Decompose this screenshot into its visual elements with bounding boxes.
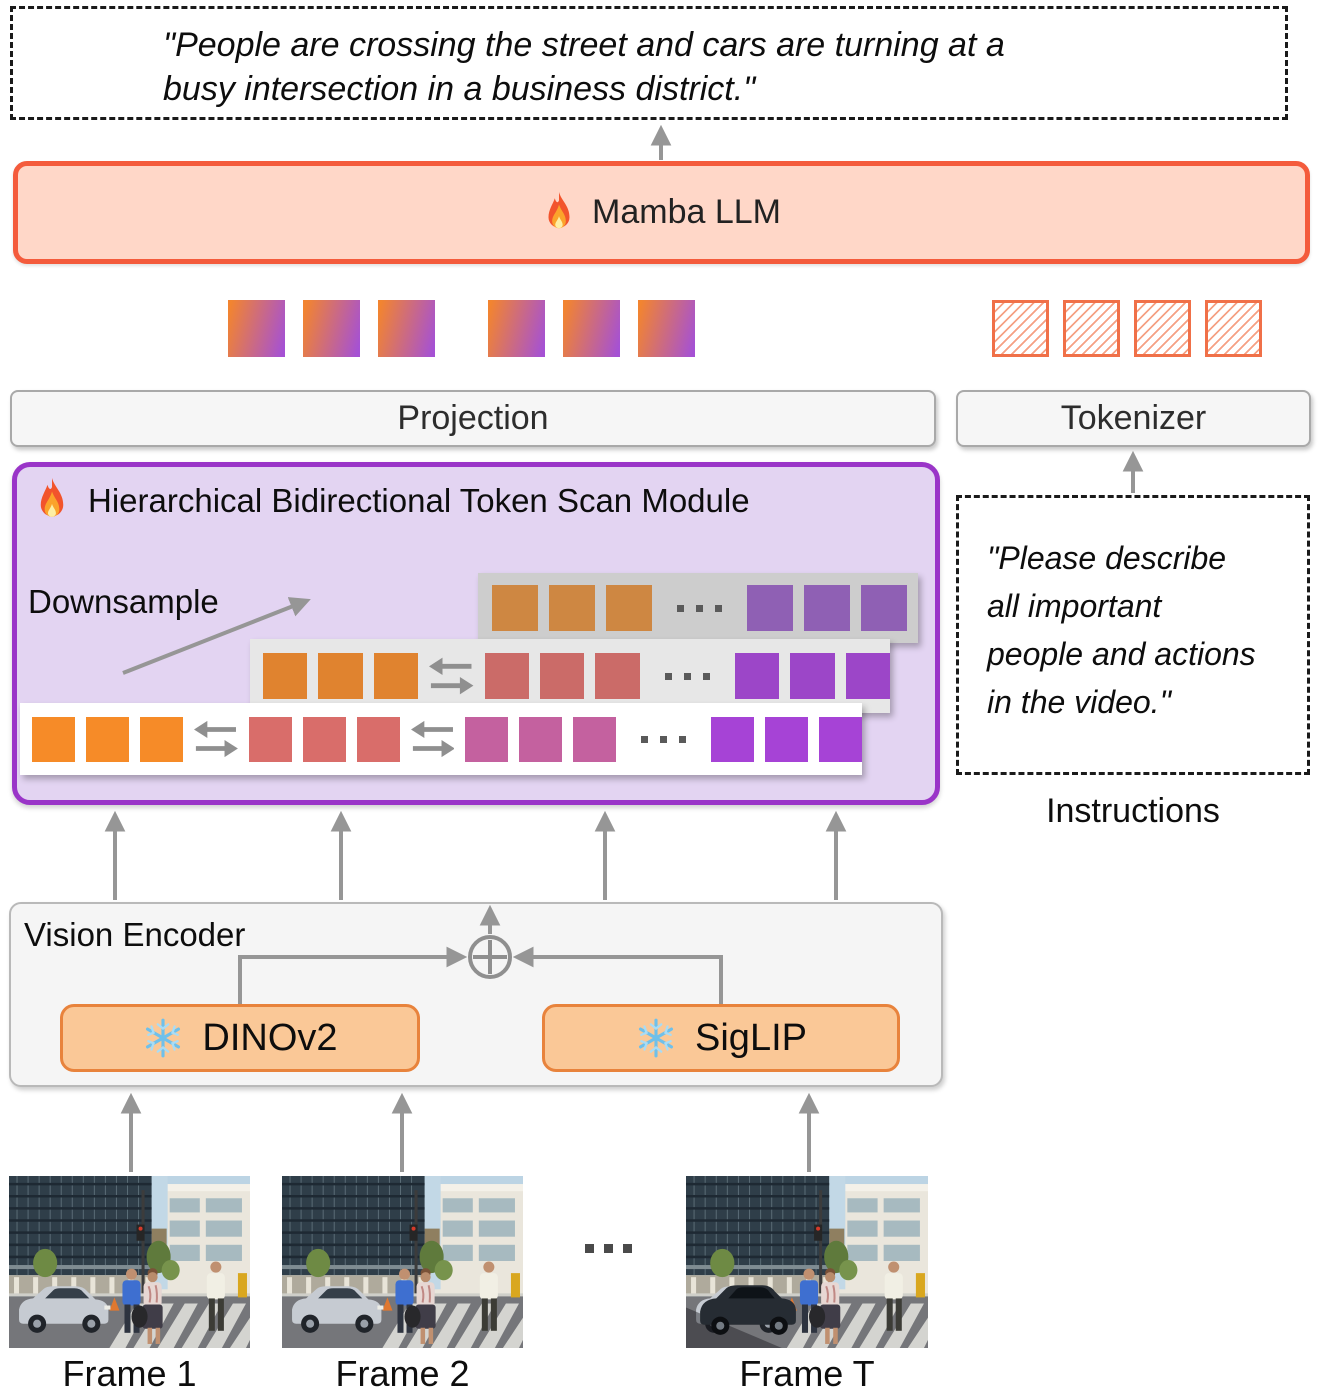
text-token-square bbox=[1063, 300, 1120, 357]
frame-label-1: Frame 1 bbox=[62, 1353, 197, 1394]
snowflake-icon bbox=[635, 1017, 677, 1059]
token-square bbox=[248, 716, 292, 762]
visual-token-group-1 bbox=[228, 300, 435, 357]
ellipsis-dots bbox=[651, 672, 724, 680]
instructions-line1: "Please describe bbox=[987, 540, 1227, 576]
tokenizer-box: Tokenizer bbox=[956, 390, 1311, 447]
instructions-line3: people and actions bbox=[987, 636, 1256, 672]
dinov2-box: DINOv2 bbox=[60, 1004, 420, 1072]
token-square bbox=[302, 716, 346, 762]
visual-token-square bbox=[563, 300, 620, 357]
token-square bbox=[318, 653, 363, 699]
token-strip-bottom bbox=[20, 703, 863, 775]
token-square bbox=[484, 653, 530, 699]
instructions-caption: Instructions bbox=[1046, 792, 1220, 830]
frame-label-2: Frame 2 bbox=[335, 1353, 470, 1394]
dinov2-label: DINOv2 bbox=[202, 1016, 338, 1059]
token-square bbox=[606, 585, 652, 631]
frame-label-t: Frame T bbox=[739, 1353, 875, 1394]
bidirectional-arrow-icon bbox=[410, 720, 455, 758]
token-square bbox=[139, 716, 183, 762]
visual-token-group-2 bbox=[488, 300, 695, 357]
token-square bbox=[819, 716, 863, 762]
ellipsis-dots bbox=[627, 735, 700, 743]
token-square bbox=[549, 585, 595, 631]
token-square bbox=[519, 716, 563, 762]
token-strip-middle bbox=[250, 639, 891, 713]
instructions-box: "Please describe all important people an… bbox=[956, 495, 1310, 775]
fire-icon bbox=[542, 192, 576, 234]
fire-icon bbox=[34, 478, 70, 523]
module-title: Hierarchical Bidirectional Token Scan Mo… bbox=[88, 481, 750, 519]
visual-token-square bbox=[638, 300, 695, 357]
token-square bbox=[747, 585, 793, 631]
text-token-square bbox=[992, 300, 1049, 357]
visual-token-square bbox=[488, 300, 545, 357]
output-caption-line1: "People are crossing the street and cars… bbox=[163, 26, 1005, 64]
visual-token-square bbox=[303, 300, 360, 357]
token-square bbox=[573, 716, 617, 762]
vision-encoder-label: Vision Encoder bbox=[24, 916, 246, 953]
siglip-label: SigLIP bbox=[695, 1016, 807, 1059]
token-square bbox=[465, 716, 509, 762]
visual-token-square bbox=[228, 300, 285, 357]
token-square bbox=[845, 653, 891, 699]
instructions-line2: all important bbox=[987, 588, 1162, 624]
text-token-group bbox=[992, 300, 1262, 357]
mamba-llm-label: Mamba LLM bbox=[592, 193, 781, 231]
token-square bbox=[765, 716, 809, 762]
module-title-row: Hierarchical Bidirectional Token Scan Mo… bbox=[34, 478, 750, 523]
projection-box: Projection bbox=[10, 390, 936, 447]
frame-photo-1 bbox=[9, 1176, 250, 1348]
token-square bbox=[492, 585, 538, 631]
ellipsis-dots bbox=[663, 604, 736, 612]
bidirectional-arrow-icon bbox=[429, 657, 474, 695]
token-square bbox=[734, 653, 780, 699]
token-square bbox=[356, 716, 400, 762]
projection-label: Projection bbox=[397, 399, 549, 437]
token-square bbox=[32, 716, 75, 762]
mamba-llm-box: Mamba LLM bbox=[13, 161, 1310, 264]
token-square bbox=[861, 585, 907, 631]
visual-token-square bbox=[378, 300, 435, 357]
bidirectional-arrow-icon bbox=[193, 720, 238, 758]
token-square bbox=[373, 653, 419, 699]
text-token-square bbox=[1205, 300, 1262, 357]
snowflake-icon bbox=[142, 1017, 184, 1059]
token-square bbox=[790, 653, 835, 699]
output-caption-line2: busy intersection in a business district… bbox=[163, 70, 756, 108]
output-caption-box: "People are crossing the street and cars… bbox=[10, 6, 1288, 120]
token-square bbox=[804, 585, 850, 631]
token-square bbox=[711, 716, 755, 762]
siglip-box: SigLIP bbox=[542, 1004, 900, 1072]
token-square bbox=[595, 653, 640, 699]
downsample-label: Downsample bbox=[28, 583, 219, 620]
token-square bbox=[263, 653, 308, 699]
instructions-line4: in the video." bbox=[987, 684, 1171, 720]
text-token-square bbox=[1134, 300, 1191, 357]
frame-photo-t bbox=[686, 1176, 928, 1348]
token-square bbox=[540, 653, 585, 699]
token-square bbox=[85, 716, 129, 762]
token-strip-top bbox=[478, 573, 918, 643]
frame-photo-2 bbox=[282, 1176, 523, 1348]
tokenizer-label: Tokenizer bbox=[1060, 399, 1207, 437]
frames-ellipsis-dots bbox=[585, 1244, 632, 1253]
